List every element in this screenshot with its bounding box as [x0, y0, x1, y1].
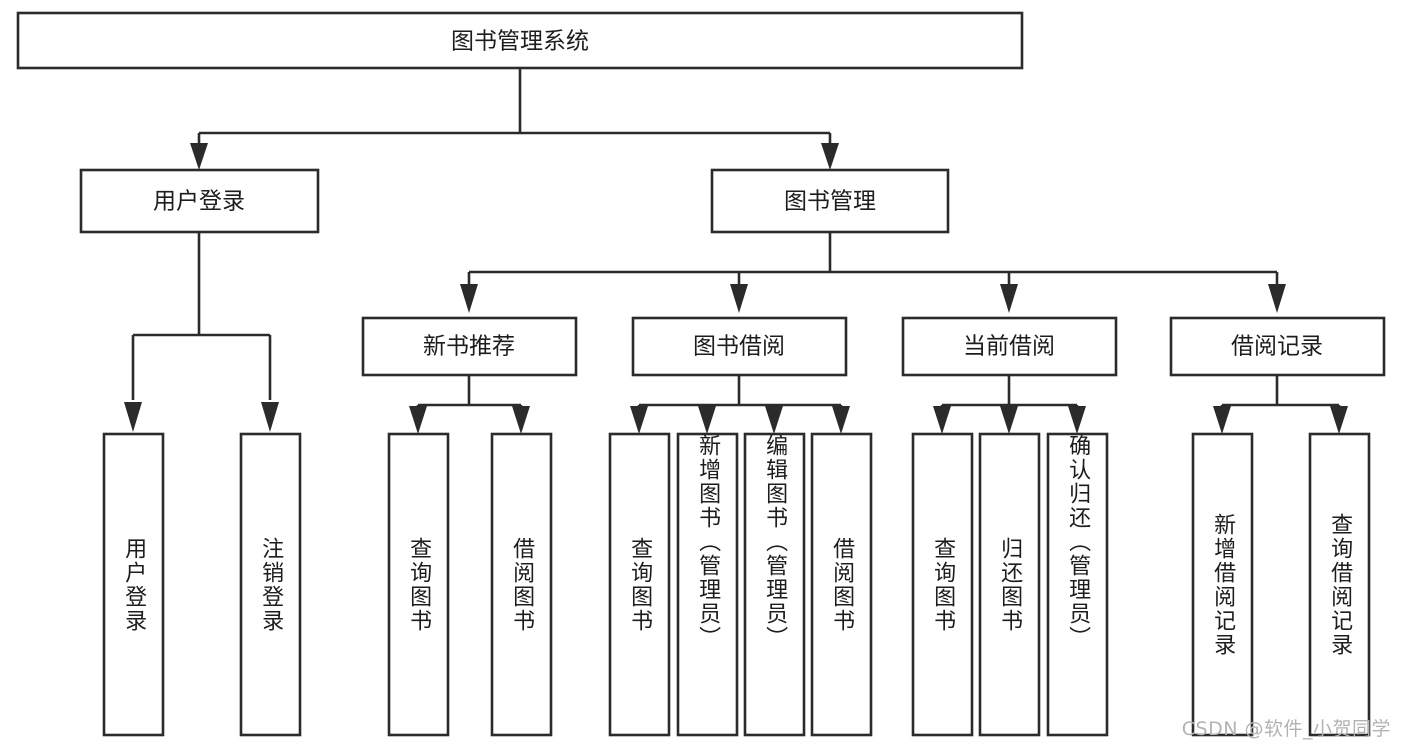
arrow-to-leaf-logout — [261, 402, 279, 432]
node-leaf-query-book-2[interactable] — [608, 432, 671, 737]
node-leaf-user-login[interactable] — [102, 432, 165, 737]
node-borrow-record[interactable] — [1169, 316, 1386, 377]
arrow-to-user-login — [190, 143, 208, 170]
arrow-to-current-borrow — [1000, 284, 1018, 313]
watermark: CSDN @软件_小贺同学 — [1181, 718, 1391, 740]
arrow-to-leaf-borrow-book-1 — [512, 406, 530, 434]
node-leaf-borrow-book-1[interactable] — [490, 432, 553, 737]
arrow-to-leaf-query-record — [1330, 406, 1348, 434]
node-leaf-query-record[interactable] — [1308, 432, 1371, 737]
node-new-book-rec-label: 新书推荐 — [423, 334, 515, 360]
arrow-to-leaf-confirm-return — [1068, 406, 1086, 434]
arrow-to-leaf-query-book-1 — [409, 406, 427, 434]
node-leaf-confirm-return[interactable] — [1046, 432, 1109, 737]
node-leaf-add-record[interactable] — [1191, 432, 1254, 737]
arrow-to-leaf-query-book-2 — [630, 406, 648, 434]
arrow-to-leaf-add-record — [1213, 406, 1231, 434]
node-leaf-logout[interactable] — [239, 432, 302, 737]
node-book-manage-label: 图书管理 — [784, 189, 876, 215]
node-root-label: 图书管理系统 — [451, 29, 589, 55]
node-leaf-query-book-3[interactable] — [911, 432, 974, 737]
node-book-manage[interactable] — [710, 168, 950, 234]
arrow-to-leaf-add-book — [698, 406, 716, 434]
arrow-to-book-manage — [821, 143, 839, 170]
arrow-to-leaf-user-login — [124, 402, 142, 432]
node-leaf-edit-book[interactable] — [743, 432, 806, 737]
node-leaf-return-book[interactable] — [978, 432, 1041, 737]
node-borrow-record-label: 借阅记录 — [1231, 334, 1323, 360]
arrow-to-new-book-rec — [460, 284, 478, 313]
node-current-borrow-label: 当前借阅 — [963, 334, 1055, 360]
arrow-to-borrow-record — [1268, 284, 1286, 313]
arrow-to-leaf-query-book-3 — [933, 406, 951, 434]
node-book-borrow-label: 图书借阅 — [693, 334, 785, 360]
arrow-to-leaf-edit-book — [765, 406, 783, 434]
arrow-to-book-borrow — [730, 284, 748, 313]
node-current-borrow[interactable] — [901, 316, 1118, 377]
node-new-book-rec[interactable] — [361, 316, 578, 377]
node-leaf-add-book[interactable] — [676, 432, 739, 737]
node-book-borrow[interactable] — [631, 316, 848, 377]
node-user-login[interactable] — [79, 168, 320, 234]
node-user-login-label: 用户登录 — [153, 189, 245, 215]
node-leaf-query-book-1[interactable] — [387, 432, 450, 737]
arrow-to-leaf-borrow-book-2 — [832, 406, 850, 434]
node-root[interactable] — [16, 11, 1024, 70]
arrow-to-leaf-return-book — [1000, 406, 1018, 434]
node-leaf-borrow-book-2[interactable] — [810, 432, 873, 737]
